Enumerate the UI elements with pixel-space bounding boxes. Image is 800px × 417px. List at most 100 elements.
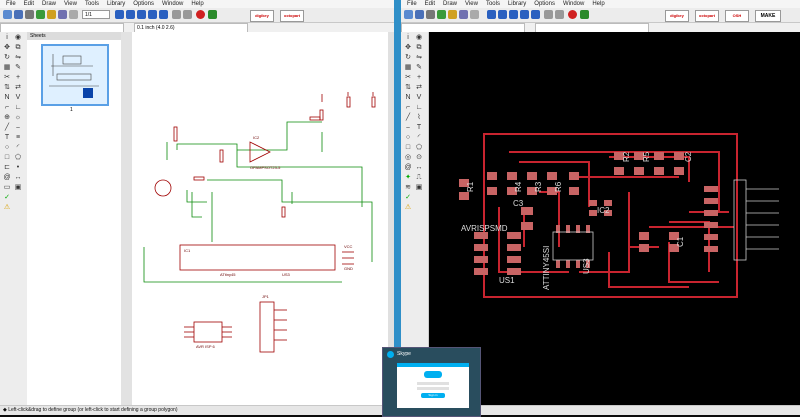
dimension-icon[interactable]: ↔ — [14, 174, 22, 181]
menu-library[interactable]: Library — [106, 1, 126, 7]
replace-icon[interactable]: ⇄ — [15, 84, 21, 91]
mirror-icon[interactable]: ⇋ — [15, 54, 21, 61]
zoom-fit-icon[interactable] — [487, 10, 496, 19]
zoom-in-icon[interactable] — [126, 10, 135, 19]
miter-icon[interactable]: ∟ — [14, 104, 22, 111]
zoom-select-icon[interactable] — [520, 10, 529, 19]
go-icon[interactable] — [580, 10, 589, 19]
menu-window[interactable]: Window — [562, 1, 585, 7]
value-icon[interactable]: V — [416, 94, 422, 101]
value-icon[interactable]: V — [15, 94, 21, 101]
gate-icon[interactable]: ▣ — [415, 184, 423, 191]
menu-edit[interactable]: Edit — [23, 1, 35, 7]
text-icon[interactable]: T — [4, 134, 10, 141]
rotate-icon[interactable]: ↻ — [4, 54, 10, 61]
schematic-switch-icon[interactable] — [448, 10, 457, 19]
mirror-icon[interactable]: ⇋ — [416, 54, 422, 61]
menu-file[interactable]: File — [6, 1, 16, 7]
redo-icon[interactable] — [183, 10, 192, 19]
menu-draw[interactable]: Draw — [443, 1, 458, 7]
undo-icon[interactable] — [172, 10, 181, 19]
bus-icon[interactable]: ≡ — [15, 134, 21, 141]
via-icon[interactable]: ◎ — [404, 154, 412, 161]
info-icon[interactable]: i — [6, 34, 8, 41]
info-icon[interactable]: i — [407, 34, 409, 41]
script-icon[interactable] — [69, 10, 78, 19]
rect-icon[interactable]: □ — [405, 144, 411, 151]
circle-icon[interactable]: ○ — [405, 134, 411, 141]
undo-icon[interactable] — [544, 10, 553, 19]
zoom-in-icon[interactable] — [498, 10, 507, 19]
move-icon[interactable]: ✥ — [405, 44, 411, 51]
rect-icon[interactable]: □ — [4, 154, 10, 161]
digikey-button[interactable]: digikey — [665, 10, 689, 22]
skype-preview-popup[interactable]: Skype Sign in — [382, 347, 481, 417]
change-icon[interactable]: ✎ — [416, 64, 422, 71]
group-icon[interactable]: ▦ — [404, 64, 412, 71]
errors-icon[interactable]: ⚠ — [404, 204, 412, 211]
polygon-icon[interactable]: ⬠ — [14, 154, 22, 161]
ulp-icon[interactable] — [58, 10, 67, 19]
cam-icon[interactable] — [36, 10, 45, 19]
copy-icon[interactable]: ⧉ — [416, 44, 422, 51]
save-icon[interactable] — [415, 10, 424, 19]
smash-icon[interactable]: ☼ — [14, 114, 22, 121]
add-icon[interactable]: + — [416, 74, 422, 81]
zoom-select-icon[interactable] — [148, 10, 157, 19]
add-icon[interactable]: + — [15, 74, 21, 81]
wire-icon[interactable]: ╱ — [4, 124, 10, 131]
make-button[interactable]: MAKE — [755, 10, 781, 22]
eye-icon[interactable]: ◉ — [415, 34, 423, 41]
optimize-icon[interactable]: ∟ — [415, 104, 423, 111]
pinswap-icon[interactable]: ⇅ — [4, 84, 10, 91]
menu-tools[interactable]: Tools — [84, 1, 99, 7]
script-icon[interactable] — [470, 10, 479, 19]
menu-file[interactable]: File — [407, 1, 417, 7]
menu-tools[interactable]: Tools — [485, 1, 500, 7]
change-icon[interactable]: ✎ — [15, 64, 21, 71]
split-icon[interactable]: ⌐ — [4, 104, 10, 111]
open-icon[interactable] — [3, 10, 12, 19]
polygon-icon[interactable]: ⬠ — [415, 144, 423, 151]
invoke-icon[interactable]: ⊕ — [4, 114, 10, 121]
name-icon[interactable]: N — [405, 94, 411, 101]
erc-icon[interactable]: ✓ — [4, 194, 10, 201]
zoom-fit-icon[interactable] — [115, 10, 124, 19]
octopart-button[interactable]: octopart — [695, 10, 719, 22]
menu-view[interactable]: View — [465, 1, 478, 7]
schematic-canvas[interactable]: IC2 OPAMPSOT23-5 IC1 ATtiny45 US3 JP1 AV… — [132, 32, 388, 406]
save-icon[interactable] — [14, 10, 23, 19]
ulp-icon[interactable] — [459, 10, 468, 19]
attribute-icon[interactable]: @ — [404, 164, 412, 171]
menu-window[interactable]: Window — [161, 1, 184, 7]
ripup-icon[interactable]: ⌇ — [417, 114, 421, 121]
menu-help[interactable]: Help — [592, 1, 605, 7]
circle-icon[interactable]: ○ — [4, 144, 10, 151]
osh-button[interactable]: OSH — [725, 10, 749, 22]
octopart-button[interactable]: octopart — [280, 10, 304, 22]
gate-icon[interactable]: ▣ — [14, 184, 22, 191]
digikey-button[interactable]: digikey — [250, 10, 274, 22]
menu-view[interactable]: View — [64, 1, 77, 7]
arc-icon[interactable]: ◜ — [417, 134, 421, 141]
group-icon[interactable]: ▦ — [3, 64, 11, 71]
errors-icon[interactable]: ⚠ — [3, 204, 11, 211]
text-icon[interactable]: T — [416, 124, 422, 131]
delete-icon[interactable]: ✂ — [405, 74, 411, 81]
sheet-select[interactable]: 1/1 — [82, 10, 110, 19]
zoom-out-icon[interactable] — [509, 10, 518, 19]
redo-icon[interactable] — [555, 10, 564, 19]
frame-icon[interactable]: ▭ — [3, 184, 11, 191]
drc-icon[interactable]: ✓ — [405, 194, 411, 201]
menu-options[interactable]: Options — [133, 1, 154, 7]
name-icon[interactable]: N — [4, 94, 10, 101]
stop-icon[interactable] — [196, 10, 205, 19]
menu-options[interactable]: Options — [534, 1, 555, 7]
menu-draw[interactable]: Draw — [42, 1, 57, 7]
cam-icon[interactable] — [437, 10, 446, 19]
arc-icon[interactable]: ◜ — [16, 144, 20, 151]
move-icon[interactable]: ✥ — [4, 44, 10, 51]
menu-library[interactable]: Library — [507, 1, 527, 7]
panel-splitter[interactable] — [121, 32, 132, 406]
eye-icon[interactable]: ◉ — [14, 34, 22, 41]
